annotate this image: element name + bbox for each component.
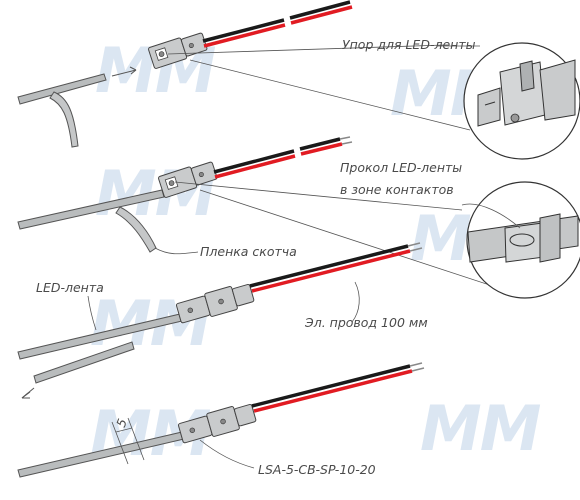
wire-label-line (351, 281, 360, 323)
connector-3 (175, 283, 255, 324)
film-label-line (154, 247, 199, 255)
step-3: LED-лента Эл. провод 100 мм (17, 242, 428, 399)
detail-line-2b (199, 189, 521, 296)
film-label: Пленка скотча (200, 244, 297, 259)
led-strip-2 (17, 189, 165, 230)
connector-4 (177, 403, 257, 444)
detail-pierce-drawing (467, 213, 579, 263)
pierce-label-line1: Прокол LED-ленты (340, 160, 462, 175)
insert-arrow-1 (111, 69, 137, 77)
wire-red-1b (290, 5, 353, 25)
step-4: 5 LSA-5-CB-SP-10-20 (17, 362, 425, 478)
detail-line-2a (174, 181, 463, 211)
wire-red-3 (251, 249, 411, 293)
strip-label: LED-лента (36, 280, 104, 295)
wire-label: Эл. провод 100 мм (304, 315, 428, 330)
step-1: Упор для LED-ленты (17, 0, 580, 160)
pierce-label-line2: в зоне контактов (340, 182, 454, 197)
detail-stop-drawing (477, 59, 576, 127)
part-label-line (199, 439, 255, 469)
wire-black-1b (289, 0, 351, 20)
dimension-arrow (115, 427, 133, 433)
led-strip-1 (17, 73, 107, 105)
insert-arrow-head-1 (129, 66, 137, 75)
strip-label-line (87, 295, 97, 331)
wire-black-3 (249, 244, 409, 288)
part-number-label: LSA-5-CB-SP-10-20 (258, 462, 376, 477)
tape-film-1 (49, 91, 79, 148)
wire-black-2 (213, 149, 295, 174)
wire-tips-4 (409, 362, 425, 372)
wire-tips-2 (339, 136, 353, 145)
detail-line-1b (189, 59, 471, 131)
wire-tips-3 (407, 242, 423, 252)
wire-red-2b (300, 142, 343, 156)
wire-red-1 (203, 23, 286, 48)
tape-film-2 (115, 206, 157, 253)
detail-line-1a (167, 44, 446, 55)
wire-red-2 (214, 154, 296, 179)
watermark-7: MM (420, 392, 541, 465)
stop-label: Упор для LED-ленты (342, 37, 476, 52)
wire-black-1 (202, 18, 285, 43)
dimension-line-b (127, 417, 145, 461)
peel-arrow-line-3 (21, 387, 35, 399)
wire-red-4 (253, 369, 413, 413)
wire-black-2b (299, 137, 341, 151)
wire-black-4 (251, 364, 411, 408)
connector-1 (148, 32, 208, 69)
led-strip-3-lower (33, 341, 135, 384)
pierce-label-line (461, 203, 521, 229)
dimension-line-a (111, 421, 129, 465)
step-2: Прокол LED-ленты в зоне контактов Пленка… (17, 136, 580, 299)
